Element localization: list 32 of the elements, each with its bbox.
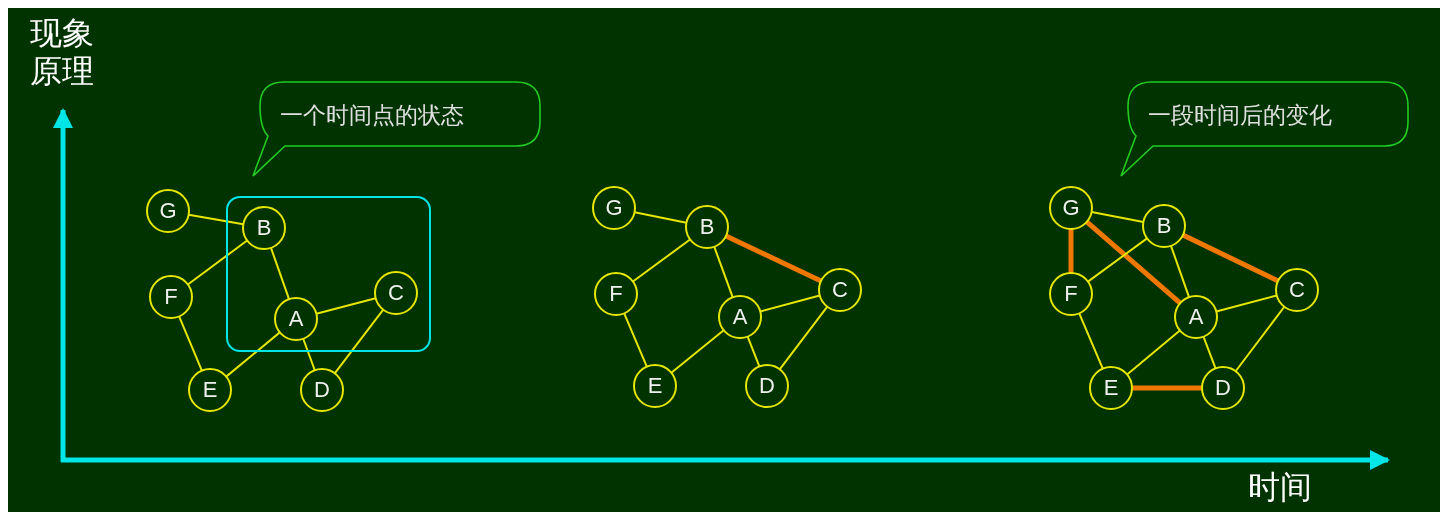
graph-edge bbox=[778, 305, 829, 371]
graph-edge bbox=[178, 315, 203, 372]
graph-edge bbox=[186, 239, 249, 286]
callout-text: 一段时间后的变化 bbox=[1148, 101, 1332, 130]
graph-edge bbox=[1202, 335, 1217, 370]
graph-edge bbox=[1234, 305, 1286, 373]
graph-edge bbox=[631, 238, 692, 283]
axis-label: 时间 bbox=[1248, 468, 1313, 506]
graph-edge bbox=[1078, 312, 1104, 370]
graph-edge bbox=[1132, 385, 1202, 391]
graph-edge bbox=[1085, 219, 1182, 306]
axis-label: 现象原理 bbox=[30, 14, 95, 90]
speech-bubble bbox=[1118, 80, 1410, 178]
graph-edge bbox=[623, 312, 648, 368]
graph-edge bbox=[746, 335, 761, 368]
speech-bubble bbox=[250, 80, 542, 178]
graph-edge bbox=[1126, 329, 1181, 376]
graph-edge bbox=[302, 337, 316, 372]
graph-edge bbox=[269, 246, 291, 301]
graph-edge bbox=[670, 329, 725, 374]
graph-edge bbox=[713, 245, 734, 299]
graph-edge bbox=[1086, 237, 1149, 283]
graph-edge bbox=[1181, 232, 1280, 284]
graph-edge bbox=[724, 233, 823, 284]
graph-edge bbox=[1068, 229, 1074, 273]
graph-edge bbox=[333, 308, 385, 375]
graph-edge bbox=[759, 294, 821, 313]
selection-frame bbox=[226, 196, 431, 352]
graph-edge bbox=[1215, 294, 1278, 313]
graph-edge bbox=[1169, 244, 1191, 299]
graph-edge bbox=[225, 331, 281, 378]
callout-text: 一个时间点的状态 bbox=[280, 101, 464, 130]
